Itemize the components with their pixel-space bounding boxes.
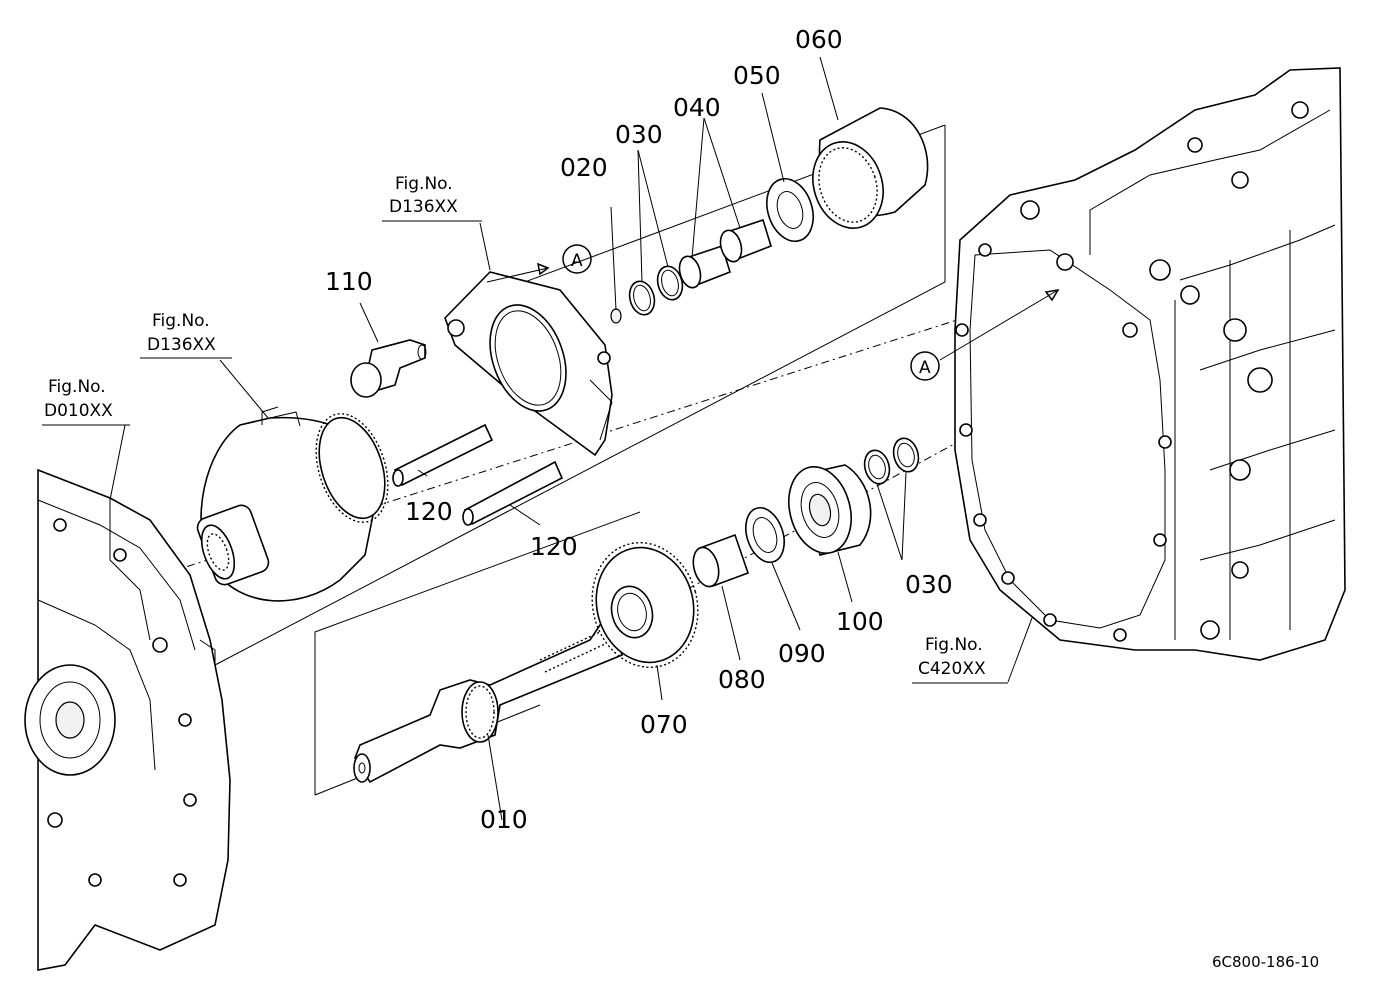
plug-bolt-110	[350, 339, 427, 398]
fig-ref-c420-line1: Fig.No.	[925, 635, 983, 655]
needle-bearings-040	[678, 218, 772, 289]
snap-rings-030-lower	[863, 437, 920, 485]
callout-120-upper: 120	[405, 497, 453, 526]
marker-a-right-letter: A	[919, 358, 931, 378]
marker-a-top-circle	[562, 244, 592, 274]
callout-060: 060	[795, 25, 843, 54]
dowel-pin-upper	[392, 423, 494, 487]
clutch-drum-assembly	[196, 406, 389, 602]
gear-hub-060	[812, 107, 929, 229]
drawing-code: 6C800-186-10	[1212, 953, 1319, 971]
marker-a-right: A	[910, 351, 940, 381]
snap-rings-030-upper	[628, 265, 684, 316]
piston-cover-plate	[444, 271, 613, 457]
main-shaft-010	[353, 621, 623, 784]
fig-ref-d010-line2: D010XX	[44, 401, 113, 421]
callout-120-lower: 120	[530, 532, 578, 561]
fig-ref-d136-top-line2: D136XX	[389, 197, 458, 217]
ball-bearing-100	[788, 464, 872, 556]
marker-a-top: A	[562, 244, 592, 274]
leader-lines	[42, 56, 1060, 821]
fig-ref-c420-line2: C420XX	[918, 659, 986, 679]
figure-references: Fig.No. D136XX Fig.No. D136XX Fig.No. D0…	[44, 174, 986, 679]
callout-090: 090	[778, 639, 826, 668]
fig-ref-d136-top-line1: Fig.No.	[395, 174, 453, 194]
marker-a-top-letter: A	[571, 251, 583, 271]
set-screw-020	[610, 308, 622, 324]
callout-050: 050	[733, 61, 781, 90]
fig-ref-d010-line1: Fig.No.	[48, 377, 106, 397]
fig-ref-d136-left-line2: D136XX	[147, 335, 216, 355]
callout-030-lower: 030	[905, 570, 953, 599]
thrust-washer-090	[745, 506, 785, 564]
callout-010: 010	[480, 805, 528, 834]
fig-ref-d136-left-line1: Fig.No.	[152, 311, 210, 331]
upper-axis-line	[169, 286, 1061, 573]
callouts: 010 020 030 030 040 050 060 070 080 090 …	[325, 25, 953, 834]
callout-110: 110	[325, 267, 373, 296]
needle-bearing-080	[692, 533, 750, 588]
callout-040: 040	[673, 93, 721, 122]
callout-100: 100	[836, 607, 884, 636]
transmission-case	[954, 67, 1346, 661]
dowel-pin-lower	[462, 460, 564, 526]
callout-020: 020	[560, 153, 608, 182]
collar-050	[766, 178, 814, 242]
left-housing	[24, 468, 231, 971]
gear-070	[591, 541, 699, 669]
callout-080: 080	[718, 665, 766, 694]
callout-030-upper: 030	[615, 120, 663, 149]
callout-070: 070	[640, 710, 688, 739]
marker-a-right-circle	[910, 351, 940, 381]
